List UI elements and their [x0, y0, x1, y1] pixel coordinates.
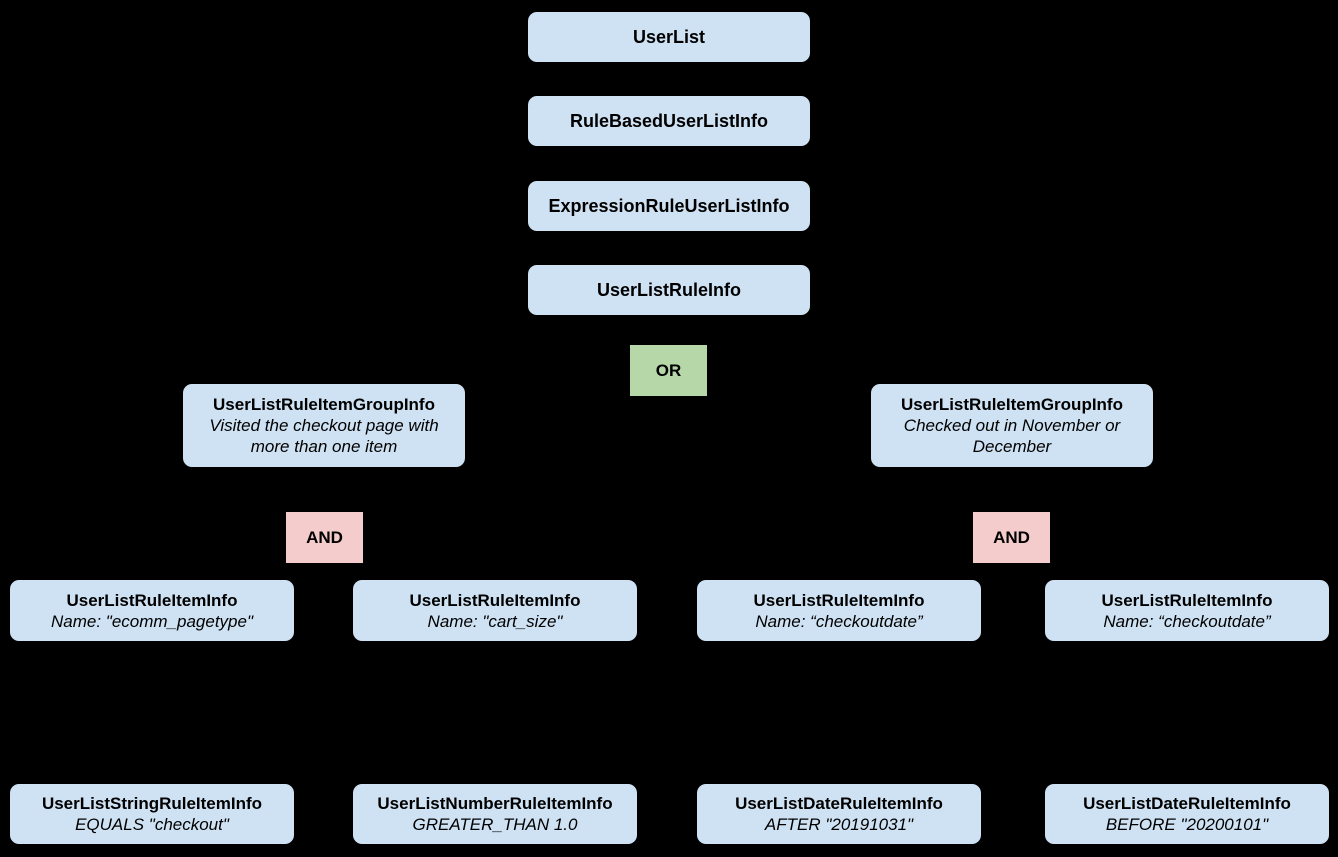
node-rule-based-user-list-info: RuleBasedUserListInfo	[528, 96, 810, 146]
node-label: UserListStringRuleItemInfo	[41, 794, 263, 813]
node-label: UserListRuleItemInfo	[753, 590, 925, 610]
node-label: UserListRuleItemGroupInfo	[213, 395, 435, 414]
node-description: Checked out in November or December	[903, 416, 1121, 456]
node-rule-item-2: UserListRuleItemInfo Name: "cart_size"	[353, 580, 637, 641]
node-rule-item-3: UserListRuleItemInfo Name: “checkoutdate…	[697, 580, 981, 641]
node-label: UserListRuleInfo	[596, 279, 742, 300]
node-label: RuleBasedUserListInfo	[569, 110, 769, 131]
node-label: UserListRuleItemGroupInfo	[901, 395, 1123, 414]
node-string-rule-item: UserListStringRuleItemInfo EQUALS "check…	[10, 784, 294, 844]
node-user-list-rule-info: UserListRuleInfo	[528, 265, 810, 315]
node-label: UserListRuleItemInfo	[409, 590, 581, 610]
and-operator-right: AND	[973, 512, 1050, 563]
node-description: Name: “checkoutdate”	[1103, 611, 1271, 631]
node-description: Name: "ecomm_pagetype"	[51, 611, 253, 631]
node-date-rule-item-before: UserListDateRuleItemInfo BEFORE "2020010…	[1045, 784, 1329, 844]
node-expression-rule-user-list-info: ExpressionRuleUserListInfo	[528, 181, 810, 231]
node-description: AFTER "20191031"	[764, 815, 914, 834]
node-label: UserList	[632, 26, 706, 47]
node-description: BEFORE "20200101"	[1105, 815, 1269, 834]
node-label: UserListRuleItemInfo	[66, 590, 238, 610]
node-description: EQUALS "checkout"	[75, 815, 229, 834]
and-operator-left: AND	[286, 512, 363, 563]
node-label: UserListDateRuleItemInfo	[735, 794, 943, 813]
node-userlist: UserList	[528, 12, 810, 62]
node-rule-item-4: UserListRuleItemInfo Name: “checkoutdate…	[1045, 580, 1329, 641]
node-label: UserListNumberRuleItemInfo	[377, 794, 613, 813]
node-date-rule-item-after: UserListDateRuleItemInfo AFTER "20191031…	[697, 784, 981, 844]
node-description: Name: “checkoutdate”	[755, 611, 923, 631]
or-operator: OR	[630, 345, 707, 396]
node-label: UserListDateRuleItemInfo	[1083, 794, 1291, 813]
node-number-rule-item: UserListNumberRuleItemInfo GREATER_THAN …	[353, 784, 637, 844]
node-label: ExpressionRuleUserListInfo	[548, 195, 790, 216]
node-rule-item-group-left: UserListRuleItemGroupInfo Visited the ch…	[183, 384, 465, 467]
node-rule-item-group-right: UserListRuleItemGroupInfo Checked out in…	[871, 384, 1153, 467]
node-description: GREATER_THAN 1.0	[412, 815, 578, 834]
node-description: Visited the checkout page with more than…	[209, 416, 439, 456]
node-label: UserListRuleItemInfo	[1101, 590, 1273, 610]
node-description: Name: "cart_size"	[427, 611, 563, 631]
node-rule-item-1: UserListRuleItemInfo Name: "ecomm_pagety…	[10, 580, 294, 641]
